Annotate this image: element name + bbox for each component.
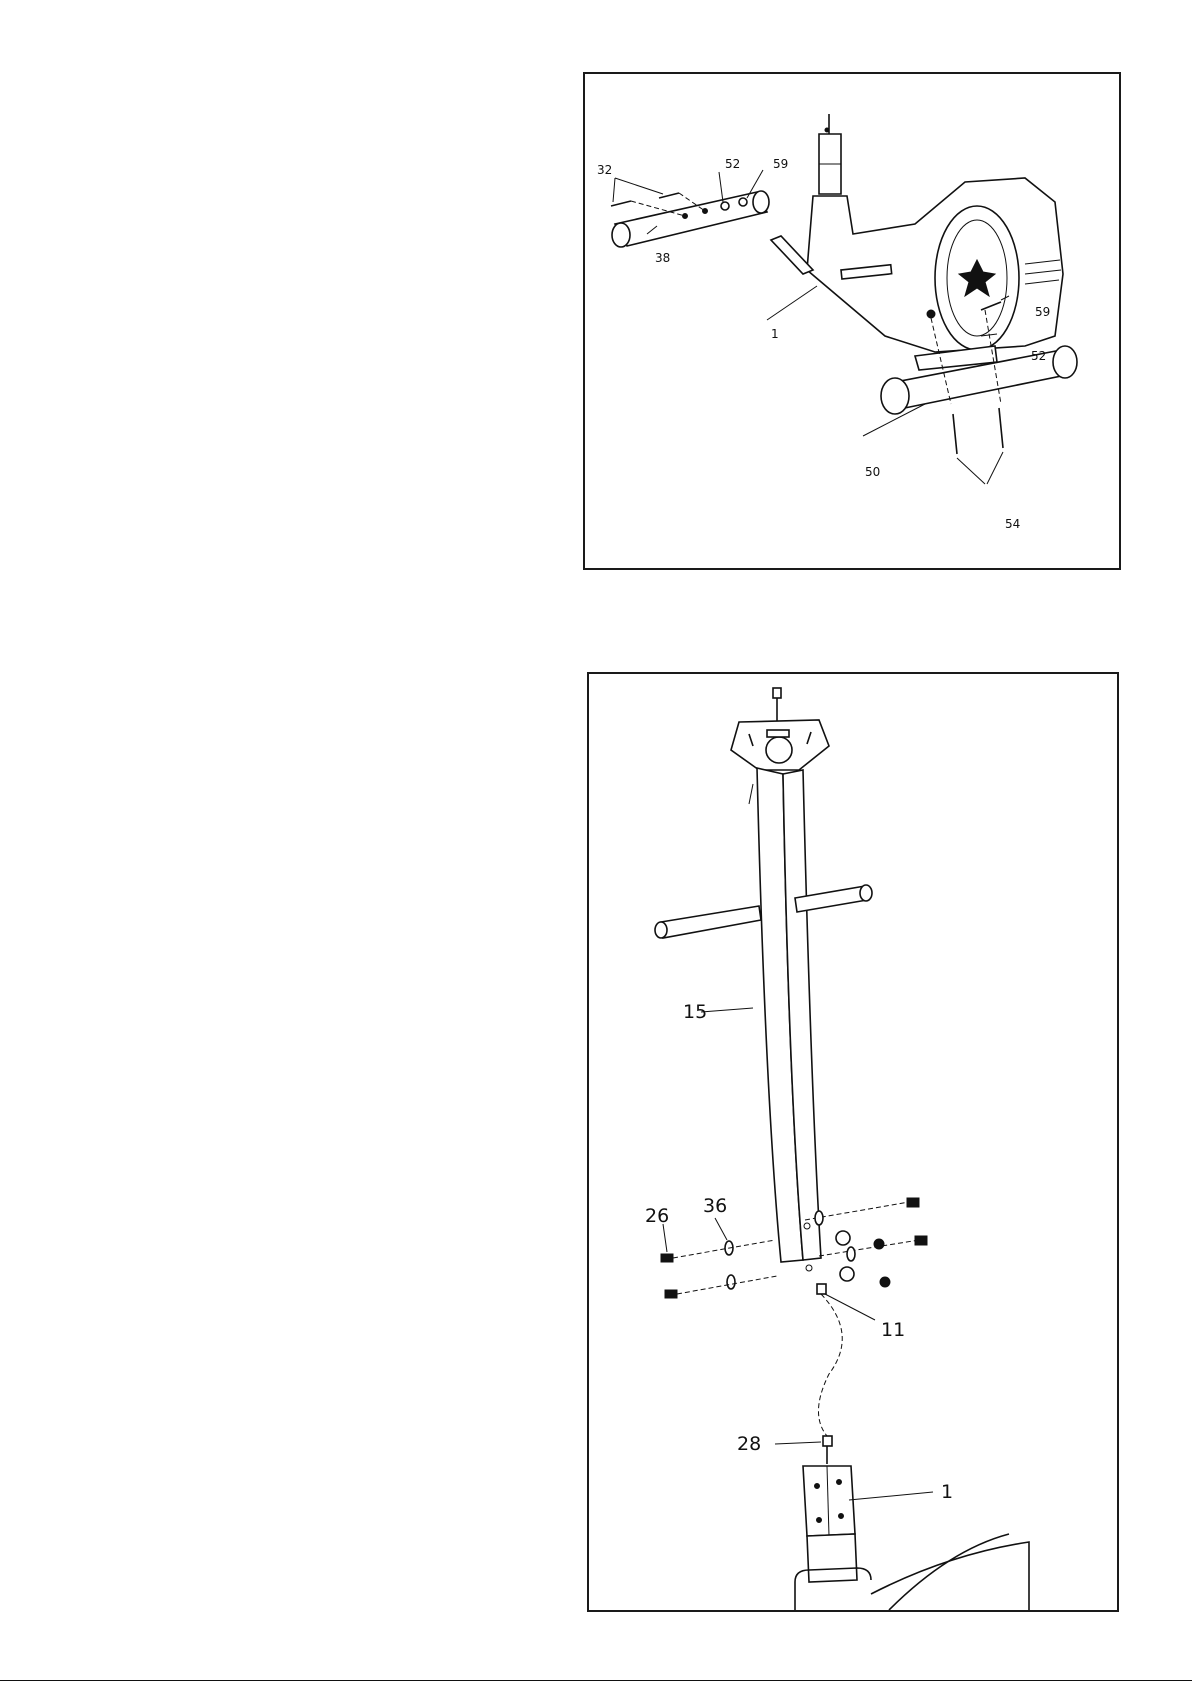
callout-15: 15 xyxy=(683,1001,707,1023)
callout-59-front: 59 xyxy=(1035,305,1050,319)
top-cable-plug xyxy=(773,688,781,724)
right-hardware xyxy=(804,1198,927,1287)
callout-38: 38 xyxy=(655,251,670,265)
rear-stabilizer xyxy=(612,191,769,247)
bottom-diagram-drawing: 15 26 36 11 28 1 xyxy=(589,674,1117,1610)
page-bottom-rule xyxy=(0,1680,1192,1681)
frame-post xyxy=(795,1466,1029,1610)
callout-52-rear: 52 xyxy=(725,157,740,171)
left-hardware xyxy=(661,1240,777,1298)
bottom-assembly-diagram: 15 26 36 11 28 1 xyxy=(587,672,1119,1612)
callout-28: 28 xyxy=(737,1433,761,1455)
computer-cable xyxy=(817,1284,842,1464)
upright-post xyxy=(749,768,821,1262)
console-mount-plate xyxy=(731,720,829,770)
callout-32: 32 xyxy=(597,163,612,177)
callout-1-post: 1 xyxy=(941,1481,953,1503)
callout-1-frame: 1 xyxy=(771,327,779,341)
callout-59-rear: 59 xyxy=(773,157,788,171)
callout-26: 26 xyxy=(645,1205,669,1227)
main-frame xyxy=(771,114,1063,352)
callout-36: 36 xyxy=(703,1195,727,1217)
top-assembly-diagram: 32 52 59 38 1 59 52 50 54 xyxy=(583,72,1121,570)
front-stabilizer xyxy=(881,346,1077,414)
callout-54: 54 xyxy=(1005,517,1020,531)
callout-11: 11 xyxy=(881,1319,905,1341)
callout-52-front: 52 xyxy=(1031,349,1046,363)
callout-50: 50 xyxy=(865,465,880,479)
top-diagram-drawing: 32 52 59 38 1 59 52 50 54 xyxy=(585,74,1119,568)
